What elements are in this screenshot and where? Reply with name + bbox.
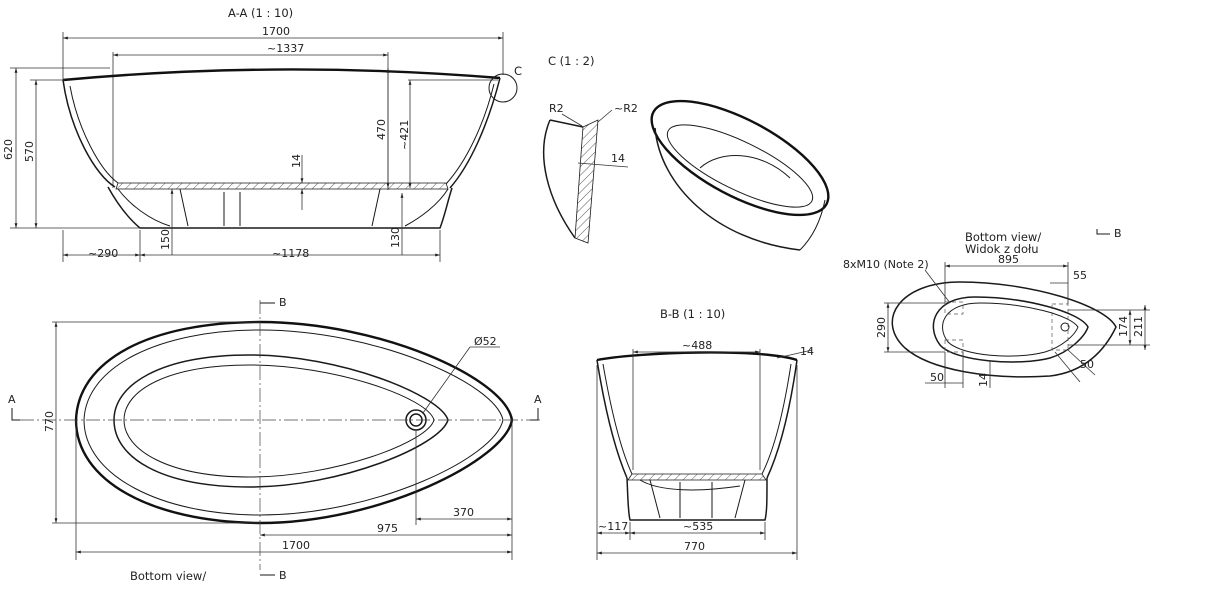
dim-bottom-211: 211 xyxy=(1132,316,1145,337)
detail-c-wall: 14 xyxy=(611,152,625,165)
dim-depth-421: ~421 xyxy=(398,120,411,150)
detail-c-radius-right: ~R2 xyxy=(614,102,638,115)
dim-bb-base-535: ~535 xyxy=(683,520,713,533)
top-view-outer-rim xyxy=(74,320,514,525)
section-marker-a-right: A xyxy=(534,393,542,406)
dim-bottom-50-left: 50 xyxy=(930,371,944,384)
dim-bottom-174: 174 xyxy=(1117,316,1130,337)
section-bb-view: B-B (1 : 10) ~488 14 ~117 ~535 770 xyxy=(596,307,814,560)
dim-bb-top-488: ~488 xyxy=(682,339,712,352)
dim-offset-290: ~290 xyxy=(88,247,118,260)
dim-width-770: 770 xyxy=(43,411,56,432)
dim-foot-130: 130 xyxy=(389,227,402,248)
dim-length-1700: 1700 xyxy=(262,25,290,38)
dim-bb-width-770: 770 xyxy=(684,540,705,553)
dim-wall-14: 14 xyxy=(290,154,303,168)
isometric-bathtub-view xyxy=(650,99,830,251)
dim-base-1178: ~1178 xyxy=(272,247,309,260)
dim-bb-wall-14: 14 xyxy=(800,345,814,358)
dim-bb-left-117: ~117 xyxy=(598,520,628,533)
drain-diameter: Ø52 xyxy=(474,335,497,348)
section-marker-a-left: A xyxy=(8,393,16,406)
section-aa-title: A-A (1 : 10) xyxy=(228,6,293,20)
detail-c-callout-label: C xyxy=(514,64,522,78)
detail-c-view: C (1 : 2) R2 ~R2 14 xyxy=(543,54,638,244)
dim-depth-470: 470 xyxy=(375,119,388,140)
top-view-label: Bottom view/ xyxy=(130,569,206,583)
dim-bottom-55: 55 xyxy=(1073,269,1087,282)
section-bb-title: B-B (1 : 10) xyxy=(660,307,725,321)
bottom-view-title-2: Widok z dołu xyxy=(965,242,1039,256)
detail-c-title: C (1 : 2) xyxy=(548,54,594,68)
bottom-view-section-marker: B xyxy=(1114,227,1122,240)
dim-bottom-290: 290 xyxy=(875,317,888,338)
section-marker-b-bottom: B xyxy=(279,569,287,582)
dim-foot-150: 150 xyxy=(159,229,172,250)
dim-height-620: 620 xyxy=(2,139,15,160)
dim-bottom-50-right: 50 xyxy=(1080,358,1094,371)
dim-1700-top: 1700 xyxy=(282,539,310,552)
detail-c-callout-circle xyxy=(488,73,518,103)
bottom-view: Bottom view/ Widok z dołu B 8xM10 (Note … xyxy=(843,227,1150,388)
dim-inner-1337: ~1337 xyxy=(267,42,304,55)
dim-bottom-14: 14 xyxy=(977,373,990,387)
bottom-view-note: 8xM10 (Note 2) xyxy=(843,258,929,271)
section-aa-view: A-A (1 : 10) 1700 ~1337 620 570 xyxy=(2,6,522,262)
dim-height-570: 570 xyxy=(23,141,36,162)
bottom-view-title-1: Bottom view/ xyxy=(965,230,1041,244)
top-view: B B A A Ø52 770 370 975 1700 Bottom view… xyxy=(8,296,542,583)
dim-drain-offset-370: 370 xyxy=(453,506,474,519)
dim-bottom-895: 895 xyxy=(998,253,1019,266)
detail-c-radius-left: R2 xyxy=(549,102,564,115)
dim-975: 975 xyxy=(377,522,398,535)
section-marker-b-top: B xyxy=(279,296,287,309)
